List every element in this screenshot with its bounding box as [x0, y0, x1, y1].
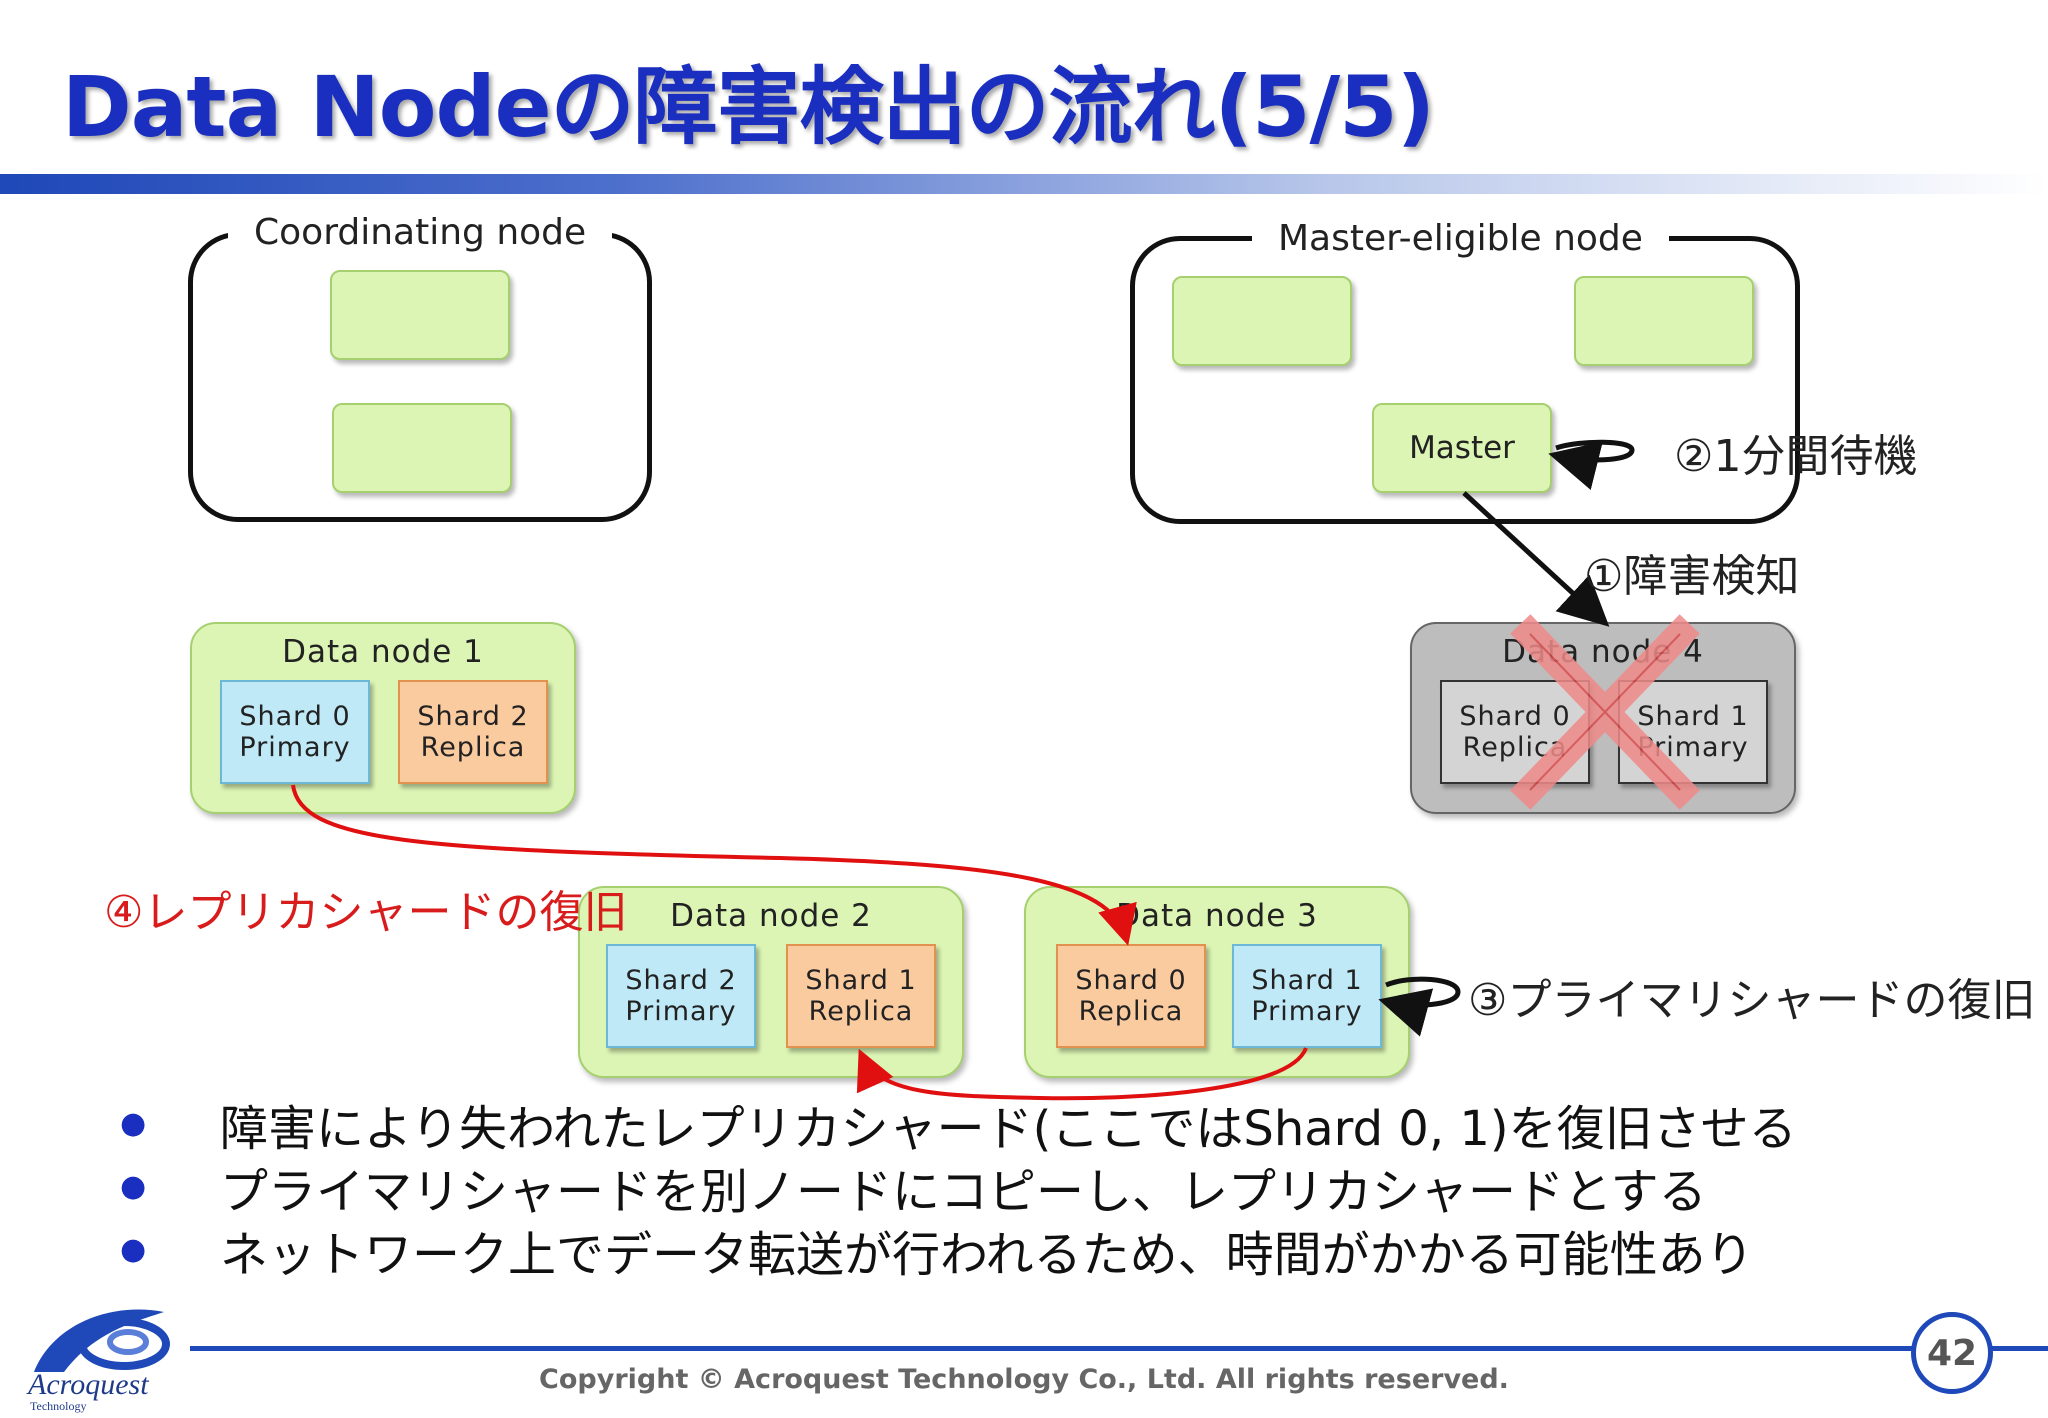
master-eligible-box-1	[1172, 276, 1352, 366]
master-wait-loop-arrow	[1548, 439, 1635, 490]
page-number-badge: 42	[1911, 1312, 1993, 1394]
data-node-3: Data node 3 Shard 0 Replica Shard 1 Prim…	[1024, 886, 1410, 1078]
step4-replica-recovery-annotation: ④レプリカシャードの復旧	[104, 887, 628, 938]
bullet-text: 障害により失われたレプリカシャード(ここではShard 0, 1)を復旧させる	[220, 1100, 1797, 1157]
copyright-notice: Copyright © Acroquest Technology Co., Lt…	[539, 1364, 1509, 1395]
page-number: 42	[1926, 1332, 1978, 1374]
failure-detection-arrow	[1462, 491, 1610, 627]
data-node-3-shard-1-primary: Shard 1 Primary	[1232, 944, 1382, 1048]
svg-text:Acroquest: Acroquest	[26, 1368, 149, 1401]
shard-role: Primary	[239, 732, 351, 763]
shard-role: Replica	[808, 996, 914, 1027]
bullet-item: ● 障害により失われたレプリカシャード(ここではShard 0, 1)を復旧させ…	[120, 1092, 1797, 1157]
data-node-3-shard-0-replica: Shard 0 Replica	[1056, 944, 1206, 1048]
bullet-dot-icon: ●	[120, 1232, 147, 1267]
svg-text:Technology: Technology	[30, 1399, 86, 1413]
shard-name: Shard 0	[1459, 701, 1571, 732]
master-eligible-node-label: Master-eligible node	[1252, 218, 1669, 259]
shard-name: Shard 1	[805, 965, 917, 996]
step1-detect-annotation: ①障害検知	[1584, 551, 1800, 602]
bullet-dot-icon: ●	[120, 1169, 147, 1204]
title-underline-bar	[0, 174, 2048, 194]
replica-copy-arrow-shard-0	[291, 784, 1137, 946]
replica-copy-arrow-shard-1	[856, 1047, 1308, 1101]
coordinating-node-box-2	[332, 403, 512, 493]
step3-primary-recovery-annotation: ③プライマリシャードの復旧	[1468, 975, 2036, 1026]
shard-role: Replica	[420, 732, 526, 763]
data-node-1-title: Data node 1	[282, 634, 484, 670]
bullet-item: ● ネットワーク上でデータ転送が行われるため、時間がかかる可能性あり	[120, 1218, 1797, 1283]
data-node-4-shard-0-replica: Shard 0 Replica	[1440, 680, 1590, 784]
shard-role: Replica	[1078, 996, 1184, 1027]
bullet-list: ● 障害により失われたレプリカシャード(ここではShard 0, 1)を復旧させ…	[120, 1092, 1797, 1283]
master-eligible-box-2	[1574, 276, 1754, 366]
shard-name: Shard 2	[417, 701, 529, 732]
shard-name: Shard 0	[1075, 965, 1187, 996]
bullet-item: ● プライマリシャードを別ノードにコピーし、レプリカシャードとする	[120, 1155, 1797, 1220]
coordinating-node-label: Coordinating node	[228, 212, 613, 253]
bullet-text: プライマリシャードを別ノードにコピーし、レプリカシャードとする	[220, 1163, 1707, 1220]
shard-name: Shard 0	[239, 701, 351, 732]
master-node-label: Master	[1409, 430, 1515, 466]
acroquest-logo: Acroquest Technology	[26, 1309, 170, 1413]
data-node-2-shard-2-primary: Shard 2 Primary	[606, 944, 756, 1048]
shard-name: Shard 1	[1251, 965, 1363, 996]
primary-recovery-loop-arrow	[1378, 976, 1461, 1037]
data-node-2-shard-1-replica: Shard 1 Replica	[786, 944, 936, 1048]
data-node-1-shard-0-primary: Shard 0 Primary	[220, 680, 370, 784]
shard-name: Shard 2	[625, 965, 737, 996]
slide-title: Data Nodeの障害検出の流れ(5/5)	[62, 58, 1435, 156]
data-node-2: Data node 2 Shard 2 Primary Shard 1 Repl…	[578, 886, 964, 1078]
footer-rule-right	[1950, 1346, 2048, 1351]
failure-cross-icon	[1510, 614, 1700, 810]
step2-wait-annotation: ②1分間待機	[1674, 431, 1918, 482]
data-node-1: Data node 1 Shard 0 Primary Shard 2 Repl…	[190, 622, 576, 814]
data-node-2-title: Data node 2	[670, 898, 872, 934]
coordinating-node-box-1	[330, 270, 510, 360]
master-node-box: Master	[1372, 403, 1552, 493]
shard-role: Primary	[1251, 996, 1363, 1027]
footer-rule	[190, 1346, 1950, 1351]
bullet-dot-icon: ●	[120, 1106, 147, 1141]
data-node-1-shard-2-replica: Shard 2 Replica	[398, 680, 548, 784]
shard-name: Shard 1	[1637, 701, 1749, 732]
data-node-3-title: Data node 3	[1116, 898, 1318, 934]
shard-role: Primary	[625, 996, 737, 1027]
bullet-text: ネットワーク上でデータ転送が行われるため、時間がかかる可能性あり	[220, 1226, 1754, 1283]
